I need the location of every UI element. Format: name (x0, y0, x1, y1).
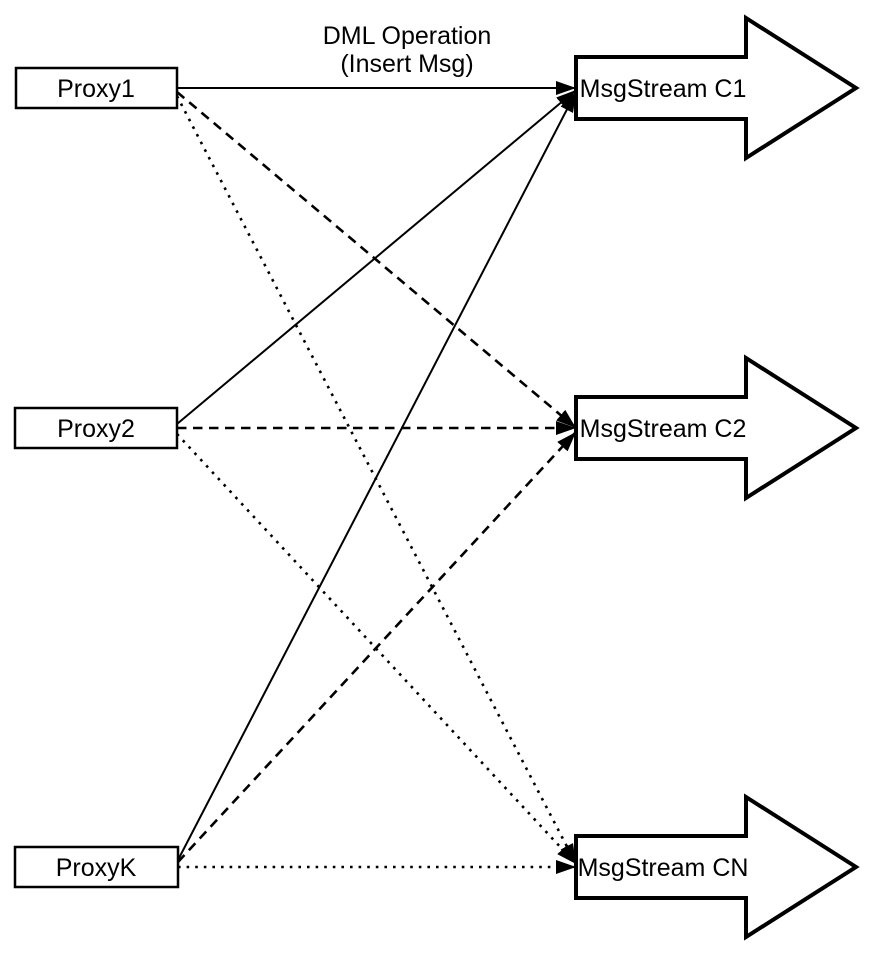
msgstream-c1-arrow (574, 14, 860, 162)
msgstream-cn-label: MsgStream CN (578, 854, 749, 882)
msgstream-c1-label: MsgStream C1 (580, 75, 747, 103)
proxy2-label: Proxy2 (57, 415, 135, 443)
proxy1-label: Proxy1 (57, 75, 135, 103)
proxyk-box (13, 845, 180, 889)
node-msgstream-c1: MsgStream C1 (574, 14, 860, 162)
caption-line2: (Insert Msg) (340, 50, 473, 78)
node-proxy1: Proxy1 (14, 66, 179, 110)
connection-proxy1-c2 (176, 91, 577, 429)
node-msgstream-c2: MsgStream C2 (574, 354, 860, 502)
connection-proxyk-c1 (177, 91, 577, 861)
connection-proxy2-c1 (176, 89, 577, 425)
proxy1-box (14, 66, 179, 110)
proxy2-box (13, 406, 179, 450)
caption-line1: DML Operation (323, 22, 492, 50)
msgstream-cn-arrow (574, 793, 860, 941)
connection-proxy1-cn (175, 95, 578, 865)
node-proxy2: Proxy2 (13, 406, 179, 450)
msgstream-c2-label: MsgStream C2 (580, 415, 747, 443)
proxyk-label: ProxyK (56, 854, 137, 882)
msgstream-c2-arrow (574, 354, 860, 502)
node-msgstream-cn: MsgStream CN (574, 793, 860, 941)
node-proxyk: ProxyK (13, 845, 180, 889)
connection-proxyk-c2 (177, 431, 577, 863)
